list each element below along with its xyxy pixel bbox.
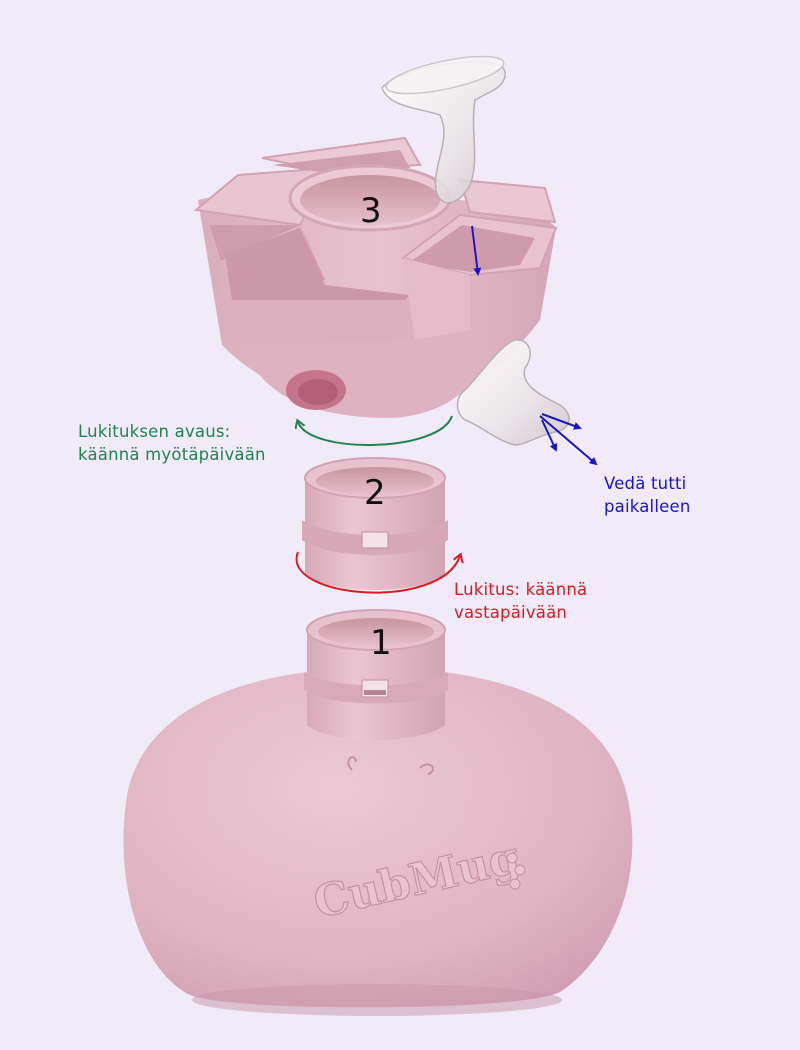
- adapter-ring: [302, 457, 448, 590]
- suction-base: [123, 668, 633, 1016]
- teat-side: [456, 339, 570, 446]
- part-number-2: 2: [364, 473, 386, 513]
- base-neck: [304, 609, 448, 740]
- part-number-3: 3: [360, 191, 382, 231]
- part-number-1: 1: [370, 623, 392, 663]
- pull-line-2: paikalleen: [604, 497, 691, 516]
- unlock-arrow: [298, 415, 453, 446]
- pull-line-1: Vedä tutti: [604, 474, 687, 493]
- lock-line-1: Lukitus: käännä: [454, 580, 588, 599]
- pull-instruction: Vedä tutti paikalleen: [604, 472, 690, 518]
- pull-arrows: [471, 225, 598, 466]
- lock-arrow: [295, 551, 460, 594]
- lock-instruction: Lukitus: käännä vastapäivään: [454, 578, 587, 624]
- bottle-holder: [193, 136, 558, 418]
- teat-top: [381, 55, 506, 204]
- logo-dots: [506, 852, 526, 890]
- unlock-line-2: käännä myötäpäivään: [78, 445, 266, 464]
- unlock-instruction: Lukituksen avaus: käännä myötäpäivään: [78, 420, 266, 466]
- lock-line-2: vastapäivään: [454, 603, 568, 622]
- unlock-line-1: Lukituksen avaus:: [78, 422, 231, 441]
